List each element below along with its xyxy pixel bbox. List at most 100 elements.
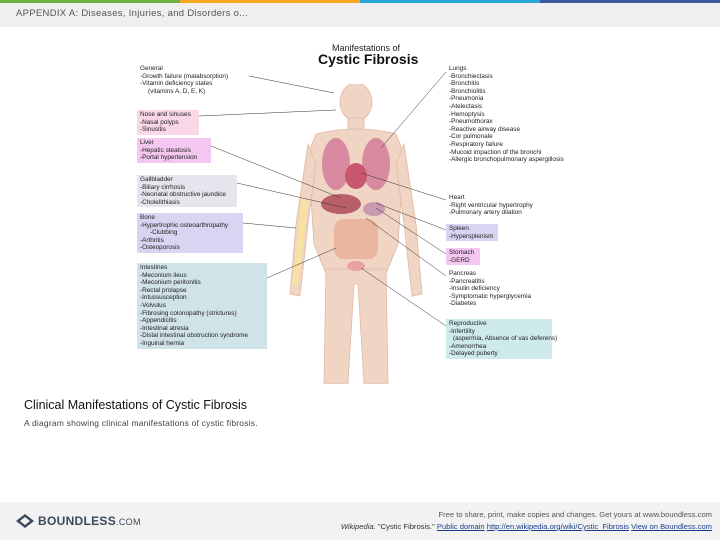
box-item: -Distal intestinal obstruction syndrome xyxy=(140,332,248,340)
box-item: -Cholelithiasis xyxy=(140,198,180,206)
box-heading: Gallbladder xyxy=(140,176,173,183)
stomach-shape xyxy=(363,202,385,216)
diagram-supertitle: Manifestations of xyxy=(332,43,401,53)
box-item: -Pneumothorax xyxy=(449,118,493,126)
box-item: -Hemoptysis xyxy=(449,110,485,118)
box-item: -Meconium ileus xyxy=(140,271,187,279)
box-heart: Heart -Right ventricular hypertrophy -Pu… xyxy=(446,193,546,218)
box-item: -Meconium peritonitis xyxy=(140,279,201,287)
box-item: -Osteoporosis xyxy=(140,244,180,252)
box-item: (vitamins A, D, E, K) xyxy=(148,87,206,95)
box-item: -Symptomatic hyperglycemia xyxy=(449,292,532,300)
box-item: -Insulin deficiency xyxy=(449,285,500,293)
box-heading: Bone xyxy=(140,214,155,221)
box-gallbladder: Gallbladder -Biliary cirrhosis -Neonatal… xyxy=(137,175,237,208)
box-item: -Diabetes xyxy=(449,300,477,308)
box-item: -Sinusitis xyxy=(140,126,166,134)
box-item: -Pancreatitis xyxy=(449,277,485,285)
box-pancreas: Pancreas -Pancreatitis -Insulin deficien… xyxy=(446,269,546,309)
box-item: -Bronchiectasis xyxy=(449,72,493,80)
connector-lines xyxy=(198,71,447,327)
bone-highlight xyxy=(292,194,308,286)
box-item: -Portal hypertension xyxy=(140,154,198,162)
footer-license-note: Free to share, print, make copies and ch… xyxy=(438,510,712,519)
box-item: -Intestinal atresia xyxy=(140,324,189,332)
box-heading: Reproductive xyxy=(449,320,487,327)
box-item: -Delayed puberty xyxy=(449,350,498,358)
box-item: -Amenorrhea xyxy=(449,342,487,350)
box-item: -Hypersplenism xyxy=(449,232,494,240)
box-heading: General xyxy=(140,65,163,72)
accent-stripe xyxy=(0,0,720,3)
box-item: -Respiratory failure xyxy=(449,140,503,148)
box-item: -Hypertrophic osteoarthropathy xyxy=(140,221,229,229)
box-item: -Rectal prolapse xyxy=(140,286,187,294)
footer xyxy=(0,502,720,540)
logo-word: BOUNDLESS xyxy=(38,514,117,528)
box-lungs: Lungs -Bronchiectasis -Bronchitis -Bronc… xyxy=(446,64,564,165)
box-item: -Arthritis xyxy=(140,236,164,244)
organs xyxy=(321,138,390,271)
legs-shape xyxy=(323,268,389,384)
box-item: -GERD xyxy=(449,256,470,264)
box-item: -Infertility xyxy=(449,327,475,335)
view-on-boundless-link[interactable]: View on Boundless.com xyxy=(631,522,712,531)
right-arm-shape xyxy=(395,142,423,297)
source-url-link[interactable]: http://en.wikipedia.org/wiki/Cystic_Fibr… xyxy=(486,522,629,531)
box-item: -Hepatic steatosis xyxy=(140,146,191,154)
license-link[interactable]: Public domain xyxy=(436,522,485,531)
left-lung-shape xyxy=(322,138,350,190)
box-heading: Pancreas xyxy=(449,270,476,277)
box-heading: Liver xyxy=(140,139,154,146)
box-item: -Mucoid impaction of the bronchi xyxy=(449,148,542,156)
source-label: Wikipedia. xyxy=(340,522,376,531)
logo-icon xyxy=(16,514,34,528)
box-item: -Intussusception xyxy=(140,294,187,302)
box-spleen: Spleen -Hypersplenism xyxy=(446,224,498,242)
liver-shape xyxy=(321,194,361,214)
box-item: -Right ventricular hypertrophy xyxy=(449,201,533,209)
box-item: -Inguinal hernia xyxy=(140,339,185,347)
top-bar: APPENDIX A: Diseases, Injuries, and Diso… xyxy=(0,0,720,27)
page-title: APPENDIX A: Diseases, Injuries, and Diso… xyxy=(16,8,249,19)
box-item: -Volvulus xyxy=(140,301,166,309)
intestines-shape xyxy=(334,219,378,259)
box-item: -Allergic bronchopulmonary aspergillosis xyxy=(449,156,564,164)
box-intestines: Intestines -Meconium ileus -Meconium per… xyxy=(137,263,267,349)
box-item: -Growth failure (malabsorption) xyxy=(140,72,229,80)
bladder-shape xyxy=(347,261,365,271)
box-heading: Spleen xyxy=(449,225,469,232)
box-item: -Neonatal obstructive jaundice xyxy=(140,191,226,199)
caption-title: Clinical Manifestations of Cystic Fibros… xyxy=(24,398,247,412)
box-item: -Reactive airway disease xyxy=(449,125,521,133)
box-item: -Pneumonia xyxy=(449,95,484,103)
box-nose-sinuses: Nose and sinuses -Nasal polyps -Sinusiti… xyxy=(137,110,199,135)
box-heading: Lungs xyxy=(449,65,467,72)
box-item: -Vitamin deficiency states xyxy=(140,80,213,88)
box-item: -Pulmonary artery dilation xyxy=(449,209,522,217)
box-item: -Atelectasis xyxy=(449,102,483,110)
logo-suffix: .COM xyxy=(116,517,141,527)
cystic-fibrosis-diagram: Manifestations of Cystic Fibrosis Genera… xyxy=(136,38,564,384)
box-heading: Intestines xyxy=(140,264,168,271)
box-reproductive: Reproductive -Infertility (aspermia, Abs… xyxy=(446,319,557,359)
box-item: -Bronchiolitis xyxy=(449,87,486,95)
boundless-logo[interactable]: BOUNDLESS.COM xyxy=(16,514,141,528)
diagram-title: Cystic Fibrosis xyxy=(318,51,419,67)
box-heading: Stomach xyxy=(449,249,475,256)
box-liver: Liver -Hepatic steatosis -Portal hyperte… xyxy=(137,138,211,163)
box-bone: Bone -Hypertrophic osteoarthropathy -Clu… xyxy=(137,213,243,253)
box-item: -Biliary cirrhosis xyxy=(140,183,186,191)
box-item: -Clubbing xyxy=(150,229,178,237)
box-item: -Bronchitis xyxy=(449,80,480,88)
box-item: -Cor pulmonale xyxy=(449,133,493,141)
box-item: -Fibrosing colonopathy (strictures) xyxy=(140,309,237,317)
body-figure xyxy=(289,84,423,384)
footer-attribution: Wikipedia. "Cystic Fibrosis." Public dom… xyxy=(341,522,712,531)
box-item: -Appendicitis xyxy=(140,317,177,325)
logo-text: BOUNDLESS.COM xyxy=(38,514,141,528)
box-stomach: Stomach -GERD xyxy=(446,248,480,266)
box-heading: Heart xyxy=(449,194,465,201)
heart-shape xyxy=(345,163,367,189)
box-item: -Nasal polyps xyxy=(140,118,179,126)
